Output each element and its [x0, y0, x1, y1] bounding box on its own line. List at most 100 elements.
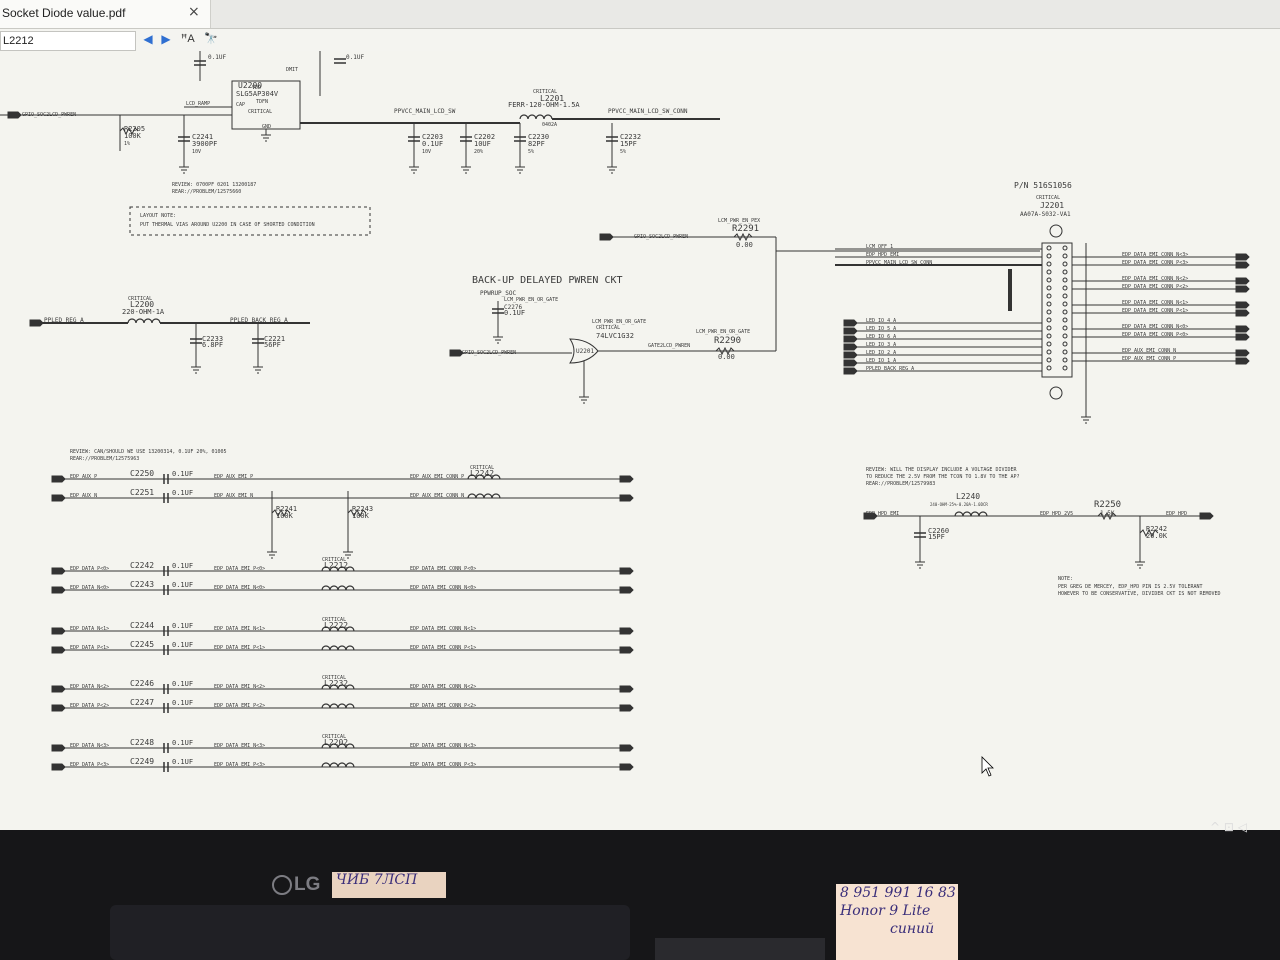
connector-pin-right-6 — [1062, 293, 1068, 299]
connector-critical: CRITICAL — [1036, 195, 1060, 201]
conn-right-port-6 — [1235, 325, 1250, 333]
r2290-value: 0.00 — [718, 353, 735, 361]
conn-right-net-6: EDP_DATA_EMI_CONN_N<0> — [1122, 324, 1188, 330]
l2240-coil — [954, 511, 988, 517]
cap-top-volt-4: 5% — [620, 149, 626, 155]
review3-line1: REVIEW: WILL THE DISPLAY INCLUDE A VOLTA… — [866, 467, 1018, 473]
data-row-3-0-cap-ref: C2248 — [130, 738, 154, 747]
conn-right-net-9: EDP_AUX_EMI_CONN_P — [1122, 356, 1176, 362]
conn-right-net-8: EDP_AUX_EMI_CONN_N — [1122, 348, 1176, 354]
c2221-ref: C2221 — [264, 335, 285, 343]
l2242-critical: CRITICAL — [470, 465, 494, 471]
data-group-critical-1: CRITICAL — [322, 617, 346, 623]
c2260-value: 15PF — [928, 533, 945, 541]
data-row-2-0-cap-ref: C2246 — [130, 679, 154, 688]
conn-left-port-4 — [843, 327, 858, 335]
net-ppled-right: PPLED_BACK_REG_A — [230, 317, 288, 324]
data-row-3-0-out-port — [619, 744, 634, 752]
c2233-ref: C2233 — [202, 335, 223, 343]
data-group-ref-0: L2212 — [324, 561, 348, 570]
conn-right-port-5 — [1235, 309, 1250, 317]
match-case-icon[interactable]: ꟸA — [181, 33, 195, 45]
conn-right-port-2 — [1235, 277, 1250, 285]
l2200-critical: CRITICAL — [128, 296, 152, 302]
data-row-2-0-out-port — [619, 685, 634, 693]
review1-line2: REAR://PROBLEM/12575660 — [172, 189, 241, 195]
aux-row-1-cap-value: 0.1UF — [172, 489, 193, 497]
close-tab-icon[interactable]: × — [188, 4, 200, 20]
search-input[interactable] — [0, 31, 136, 51]
conn-left-net-8: LED_IO_1_A — [866, 358, 896, 364]
cap-top-ref-0: C2241 — [192, 133, 213, 141]
net-gpio-pwren-top: GPIO_SOC2LCD_PWREN — [634, 234, 688, 240]
data-row-3-1-in-port — [51, 763, 66, 771]
taskbar-tray[interactable]: ^ ⊡ ◁ — [1210, 820, 1280, 842]
conn-left-net-0: LCM_OFF_1 — [866, 244, 893, 250]
data-group-ref-3: L2202 — [324, 738, 348, 747]
aux-row-0-cap-ref: C2250 — [130, 469, 154, 478]
data-row-0-1-cap-ref: C2243 — [130, 580, 154, 589]
net-ppvcc-main-conn: PPVCC_MAIN_LCD_SW_CONN — [608, 108, 688, 115]
r2243-ref: R2243 — [352, 505, 373, 513]
lg-circle-icon — [272, 874, 292, 895]
net-lcm-pwr-en-or-gate: LCM_PWR_EN_OR_GATE — [592, 319, 646, 325]
cap-top-ref-4: C2232 — [620, 133, 641, 141]
u2200-part: SLG5AP304V — [236, 90, 279, 98]
connector-pin-left-1 — [1046, 253, 1052, 259]
sticky-note-right: 8 951 991 16 83 Honor 9 Lite синий — [836, 884, 958, 960]
find-next-icon[interactable]: ▶ — [161, 32, 171, 46]
data-row-2-0-net-mid: EDP_DATA_EMI_N<2> — [214, 684, 265, 690]
connector-pin-left-10 — [1046, 325, 1052, 331]
gpio-pwren-port — [599, 233, 614, 241]
conn-left-port-3 — [843, 319, 858, 327]
r2291-symbol — [733, 232, 753, 242]
note3-line1: NOTE: — [1058, 576, 1073, 582]
u2201-part: 74LVC1G32 — [596, 332, 634, 340]
sticky-model: Honor 9 Lite — [840, 903, 931, 919]
conn-left-net-5: LED_IO_6_A — [866, 334, 896, 340]
conn-left-port-6 — [843, 343, 858, 351]
data-row-1-1-cap-value: 0.1UF — [172, 641, 193, 649]
data-row-3-1-net-out: EDP_DATA_EMI_CONN_P<3> — [410, 762, 476, 768]
connector-ref: J2201 — [1040, 201, 1064, 210]
pdf-viewer-window: Socket Diode value.pdf × ◀ ▶ ꟸA 🔭 GPIO_S… — [0, 0, 1280, 830]
connector-pin-right-0 — [1062, 245, 1068, 251]
data-row-1-0-net-mid: EDP_DATA_EMI_N<1> — [214, 626, 265, 632]
conn-left-net-6: LED_IO_3_A — [866, 342, 896, 348]
connector-pin-left-0 — [1046, 245, 1052, 251]
aux-row-1-out-port — [619, 494, 634, 502]
review2-line1: REVIEW: CAN/SHOULD WE USE 13200314, 0.1U… — [70, 449, 227, 455]
connector-part: AA07A-S032-VA1 — [1020, 211, 1071, 218]
data-row-0-0-out-port — [619, 567, 634, 575]
net-hpd-emi: EDP_HPD_EMI — [866, 511, 899, 517]
find-previous-icon[interactable]: ◀ — [143, 32, 153, 46]
u2200-critical: CRITICAL — [248, 109, 272, 115]
connector-mount-top — [1049, 224, 1063, 238]
cap-right-top-value: 0.1UF — [346, 54, 364, 61]
conn-left-port-5 — [843, 335, 858, 343]
l2242-ref: L2242 — [470, 469, 494, 478]
data-row-3-1-net-in: EDP_DATA_P<3> — [70, 762, 109, 768]
connector-pin-right-3 — [1062, 269, 1068, 275]
data-row-2-0-net-in: EDP_DATA_N<2> — [70, 684, 109, 690]
keyboard — [110, 905, 630, 960]
binoculars-icon[interactable]: 🔭 — [204, 33, 218, 45]
u2200-pkg: TDFN — [256, 99, 268, 105]
conn-right-port-9 — [1235, 357, 1250, 365]
data-row-2-1-cap-value: 0.1UF — [172, 699, 193, 707]
u2201-critical: CRITICAL — [596, 325, 620, 331]
data-row-3-1-cap-ref: C2249 — [130, 757, 154, 766]
document-tab[interactable]: Socket Diode value.pdf × — [0, 0, 211, 28]
tab-bar: Socket Diode value.pdf × — [0, 0, 1280, 29]
net-lcm-pwr-en-gate: LCM_PWR_EN_OR_GATE — [504, 297, 558, 303]
l2242-coil-top — [467, 474, 501, 480]
c2233-value: 6.8PF — [202, 341, 223, 349]
data-row-1-1-net-in: EDP_DATA_P<1> — [70, 645, 109, 651]
data-row-1-0-net-in: EDP_DATA_N<1> — [70, 626, 109, 632]
cap-top-ref-3: C2230 — [528, 133, 549, 141]
connector-body — [1041, 242, 1073, 378]
net-gpio-pwren-or: GPIO_SOC2LCD_PWREN — [462, 350, 516, 356]
c2276-value: 0.1UF — [504, 309, 525, 317]
conn-left-port-8 — [843, 359, 858, 367]
